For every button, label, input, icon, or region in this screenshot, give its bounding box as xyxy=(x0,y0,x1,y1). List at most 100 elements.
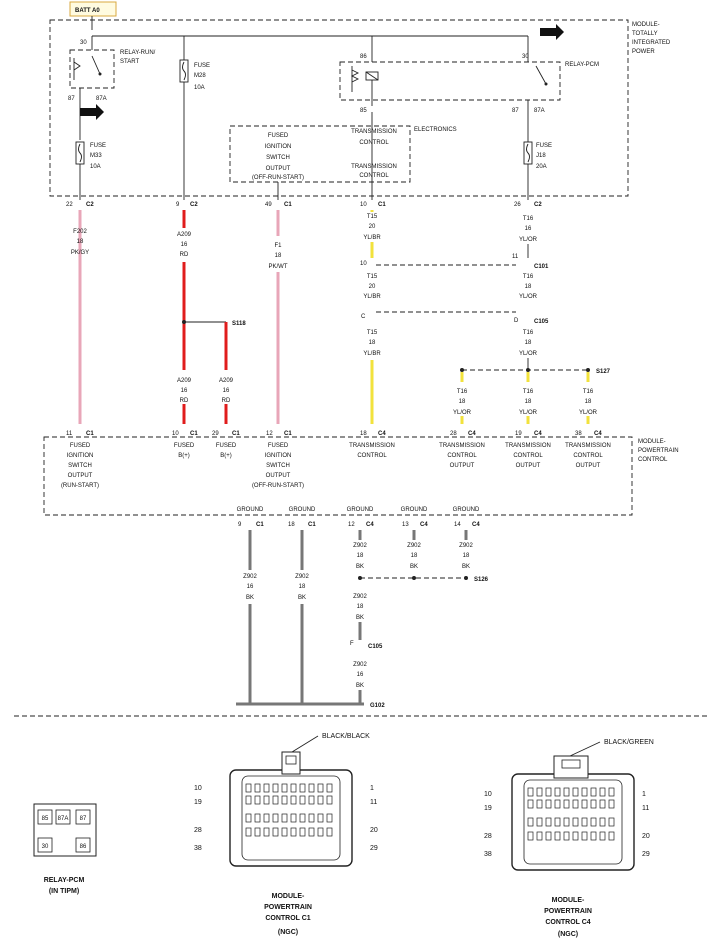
c105g-pin: F xyxy=(350,641,354,647)
tc-relay-pin85: 85 xyxy=(360,108,367,114)
svg-text:Z902: Z902 xyxy=(459,543,473,549)
svg-text:C1: C1 xyxy=(86,431,94,437)
splice-s127-label: S127 xyxy=(596,369,611,375)
wire-f202-color: PK/GY xyxy=(71,250,89,256)
ground-mid-code: Z902 xyxy=(353,594,367,600)
pcm-module-box xyxy=(43,436,633,516)
wire-t16a-color: YL/OR xyxy=(519,237,538,243)
connector-cavity xyxy=(536,787,543,797)
tipm-module-box xyxy=(49,19,629,197)
svg-text:Z902: Z902 xyxy=(295,574,309,580)
connector-cavity xyxy=(536,817,543,827)
svg-text:C4: C4 xyxy=(594,431,602,437)
svg-text:10: 10 xyxy=(172,431,179,437)
fused-output-label-3: SWITCH xyxy=(266,155,290,161)
pin-10: 10 xyxy=(360,202,367,208)
c4-pin-label-29: 29 xyxy=(642,851,650,858)
c101-pin-r: 11 xyxy=(512,254,519,260)
relay-view-caption-2: (IN TIPM) xyxy=(49,888,79,895)
connector-cavity xyxy=(545,787,552,797)
svg-text:TRANSMISSION: TRANSMISSION xyxy=(505,443,551,449)
connector-cavity xyxy=(299,795,306,805)
connector-cavity xyxy=(563,787,570,797)
svg-text:SWITCH: SWITCH xyxy=(266,463,290,469)
relay-run-start xyxy=(69,49,115,89)
connector-cavity xyxy=(299,813,306,823)
pin-9: 9 xyxy=(176,202,180,208)
wire-f202-gauge: 18 xyxy=(77,239,84,245)
fuse-m28-name: M28 xyxy=(194,73,206,79)
svg-text:OUTPUT: OUTPUT xyxy=(266,473,291,479)
ground-13: GROUND 13 C4 Z902 18 BK xyxy=(401,507,429,570)
c4-pin-label-1: 1 xyxy=(642,791,646,798)
relay-run-label-1: RELAY-RUN/ xyxy=(120,50,156,56)
arrow-right-icon xyxy=(80,104,104,120)
connector-cavity xyxy=(308,827,315,837)
svg-text:19: 19 xyxy=(515,431,522,437)
wire-t16a-code: T16 xyxy=(523,216,534,222)
svg-text:C4: C4 xyxy=(472,522,480,528)
c4-caption-3: CONTROL C4 xyxy=(545,919,590,926)
wire-a209-color: RD xyxy=(180,252,189,258)
pcm-pin-19: 19 C4 TRANSMISSION CONTROL OUTPUT xyxy=(505,431,551,469)
wire-t16f-color: YL/OR xyxy=(579,410,598,416)
connector-cavity xyxy=(290,795,297,805)
wire-t16d-color: YL/OR xyxy=(453,410,472,416)
wire-t16a-gauge: 16 xyxy=(525,226,532,232)
fuse-j18-rating: 20A xyxy=(536,164,547,170)
connector-cavity xyxy=(599,817,606,827)
c1-caption-2: POWERTRAIN xyxy=(264,904,312,911)
wire-t16b-gauge: 18 xyxy=(525,284,532,290)
pcm-pin-10: 10 C1 FUSED B(+) xyxy=(172,431,198,459)
connector-cavity xyxy=(317,813,324,823)
c1-pin-label-28: 28 xyxy=(194,827,202,834)
c1-pin-label-19: 19 xyxy=(194,799,202,806)
connector-c1-color: BLACK/BLACK xyxy=(322,733,370,740)
wire-a209b-code: A209 xyxy=(177,378,192,384)
svg-text:16: 16 xyxy=(247,584,254,590)
c4-caption-2: POWERTRAIN xyxy=(544,908,592,915)
connector-cavity xyxy=(254,827,261,837)
svg-text:C4: C4 xyxy=(534,431,542,437)
connector-cavity xyxy=(581,787,588,797)
connector-cavity xyxy=(590,787,597,797)
wire-a209c-code: A209 xyxy=(219,378,234,384)
svg-text:38: 38 xyxy=(575,431,582,437)
fused-output-label-2: IGNITION xyxy=(265,144,292,150)
c105-label: C105 xyxy=(534,319,549,325)
svg-text:FUSED: FUSED xyxy=(174,443,195,449)
fuse-m33-name: M33 xyxy=(90,153,102,159)
wire-a209-gauge: 16 xyxy=(181,242,188,248)
svg-text:C4: C4 xyxy=(366,522,374,528)
svg-text:CONTROL: CONTROL xyxy=(573,453,603,459)
c1-pin-label-29: 29 xyxy=(370,845,378,852)
svg-text:BK: BK xyxy=(410,564,418,570)
connector-cavity xyxy=(608,831,615,841)
fuse-j18-label: FUSE xyxy=(536,143,552,149)
connector-cavity xyxy=(554,799,561,809)
splice-s118-label: S118 xyxy=(232,321,246,327)
c1-caption-4: (NGC) xyxy=(278,929,298,936)
svg-text:29: 29 xyxy=(212,431,219,437)
connector-cavity xyxy=(263,827,270,837)
svg-text:IGNITION: IGNITION xyxy=(67,453,94,459)
svg-text:C1: C1 xyxy=(284,431,292,437)
arrow-right-icon-2 xyxy=(540,24,564,40)
pin-26: 26 xyxy=(514,202,521,208)
ground-18: GROUND 18 C1 Z902 18 BK xyxy=(288,507,316,601)
wire-t15c-code: T15 xyxy=(367,330,378,336)
wire-a209b-color: RD xyxy=(180,398,189,404)
svg-text:18: 18 xyxy=(288,522,295,528)
fuse-m28-rating: 10A xyxy=(194,85,205,91)
svg-text:CONTROL: CONTROL xyxy=(513,453,543,459)
tc-box-label-3: TRANSMISSION xyxy=(351,164,397,170)
relay-run-switch xyxy=(91,55,101,75)
connector-cavity xyxy=(563,799,570,809)
connector-cavity xyxy=(245,783,252,793)
connector-cavity xyxy=(608,817,615,827)
relay-view-pin87: 87 xyxy=(80,816,87,822)
wire-t16c-gauge: 18 xyxy=(525,340,532,346)
svg-text:B(+): B(+) xyxy=(220,453,232,459)
connector-cavity xyxy=(590,817,597,827)
c1-pin-label-1: 1 xyxy=(370,785,374,792)
